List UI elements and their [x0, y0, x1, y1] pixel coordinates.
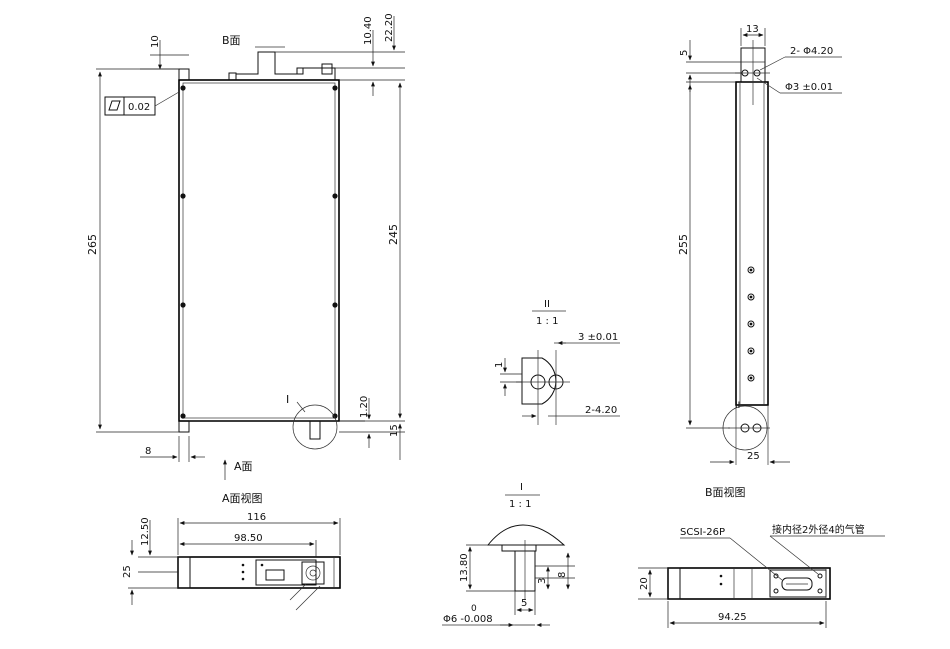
- a-dim-25: 25: [122, 565, 133, 578]
- detail-ii-scale: 1 : 1: [536, 316, 558, 327]
- a-dim-116: 116: [247, 512, 266, 523]
- side-holes: [747, 266, 755, 382]
- detail-ii: II 1 : 1 3 ±0.01 1 2-4.20: [494, 299, 620, 425]
- detail-ii-label: II: [544, 299, 550, 310]
- detail-i-dim-13-80: 13.80: [459, 553, 470, 582]
- detail-i-label: I: [520, 482, 523, 493]
- side-holes-callout: 2- Φ4.20: [790, 46, 833, 57]
- side-dim-255: 255: [677, 234, 690, 255]
- side-dim-25: 25: [747, 451, 760, 462]
- a-dim-12-50: 12.50: [140, 517, 151, 546]
- side-view: II 13 5 2- Φ4.20 Φ3 ±0.01 255 25 B面视图: [677, 24, 842, 499]
- detail-i-tol-upper: 0: [471, 604, 477, 614]
- detail-i: I 1 : 1 13.80 5 3 8 0 Φ6 -0.008: [442, 482, 575, 627]
- dim-8: 8: [145, 446, 151, 457]
- flatness-value: 0.02: [128, 102, 150, 113]
- front-view: I B面 10 0.02 265 245 10.40: [86, 13, 405, 480]
- front-detail-mark: I: [286, 393, 289, 406]
- b-pneumatic-note: 接内径2外径4的气管: [772, 523, 865, 536]
- dim-265: 265: [86, 234, 99, 255]
- detail-i-diameter: Φ6 -0.008: [443, 614, 493, 625]
- b-view: SCSI-26P 接内径2外径4的气管 20 94.25: [638, 523, 885, 628]
- detail-i-dim-8: 8: [557, 572, 568, 578]
- front-screw-holes: [180, 85, 338, 419]
- detail-ii-dim-1: 1: [494, 362, 505, 368]
- front-bottom-label: A面: [234, 460, 253, 473]
- a-view-title: A面视图: [222, 491, 263, 505]
- b-connector-callout: SCSI-26P: [680, 527, 725, 538]
- side-dim-13: 13: [746, 24, 759, 35]
- flatness-callout: 0.02: [104, 91, 180, 116]
- a-dim-98-50: 98.50: [234, 533, 263, 544]
- front-title: B面: [222, 34, 241, 47]
- detail-i-dim-5: 5: [521, 598, 527, 609]
- b-view-title: B面视图: [705, 485, 746, 499]
- detail-ii-dim-3: 3 ±0.01: [578, 332, 618, 343]
- dim-10-40: 10.40: [363, 16, 374, 45]
- detail-i-scale: 1 : 1: [509, 499, 531, 510]
- side-dim-5: 5: [679, 50, 690, 56]
- detail-ii-holes: 2-4.20: [585, 405, 617, 416]
- dim-22-20: 22.20: [384, 13, 395, 42]
- side-detail-mark: II: [735, 401, 740, 411]
- side-bore-callout: Φ3 ±0.01: [785, 82, 833, 93]
- a-view: A面视图 116 98.50 12.50 25: [122, 491, 341, 611]
- b-dim-94-25: 94.25: [718, 612, 747, 623]
- dim-245: 245: [387, 224, 400, 245]
- dim-1-20: 1.20: [359, 396, 370, 418]
- dim-10: 10: [150, 35, 161, 48]
- b-dim-20: 20: [639, 577, 650, 590]
- dim-15: 15: [389, 424, 400, 437]
- detail-i-dim-3: 3: [537, 578, 548, 584]
